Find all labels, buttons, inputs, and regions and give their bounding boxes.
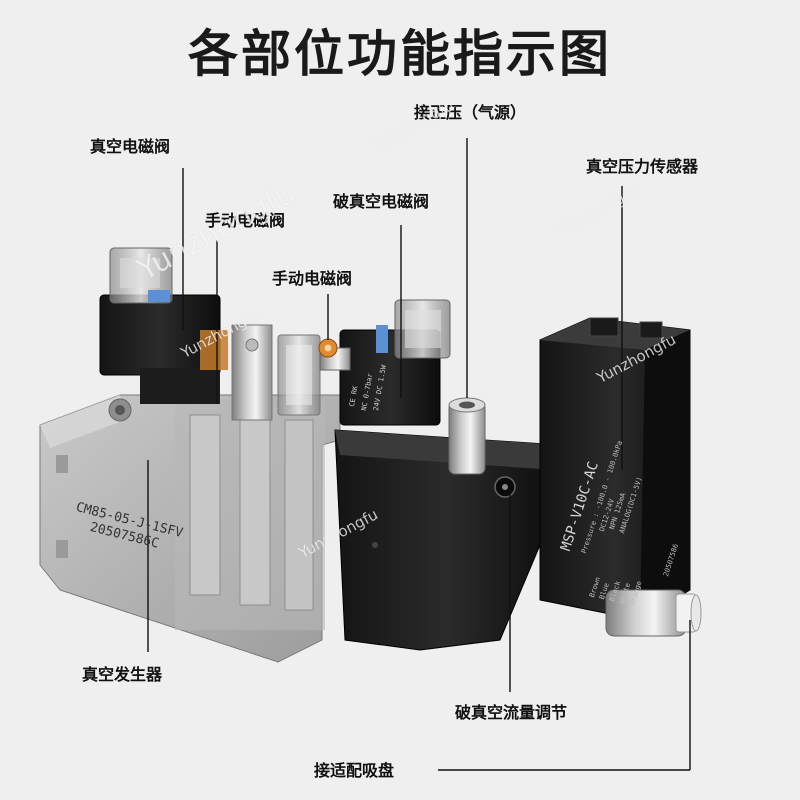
- label-vacuum-sensor: 真空压力传感器: [586, 157, 699, 176]
- label-break-flow-adjust: 破真空流量调节: [455, 703, 568, 722]
- label-manual-solenoid: 手动电磁阀: [272, 269, 353, 288]
- label-manual-solenoid-upper: 手动电磁阀: [205, 211, 286, 230]
- label-vacuum-solenoid: 真空电磁阀: [90, 137, 171, 156]
- label-suction-cup: 接适配吸盘: [314, 761, 395, 780]
- label-break-vacuum-solenoid: 破真空电磁阀: [333, 192, 430, 211]
- label-supply-pressure: 接正压（气源）: [414, 103, 527, 122]
- label-vacuum-generator: 真空发生器: [82, 665, 163, 684]
- page-title: 各部位功能指示图: [188, 25, 612, 83]
